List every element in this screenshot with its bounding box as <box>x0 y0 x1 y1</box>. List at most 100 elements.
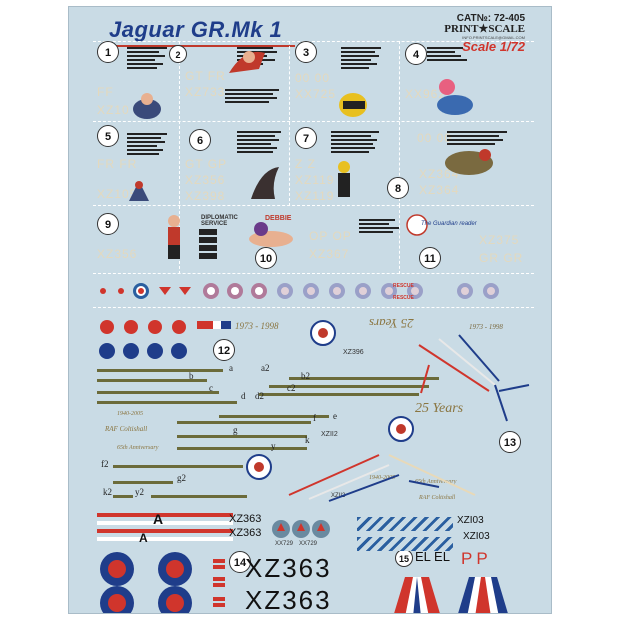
stripe-c2 <box>259 393 419 396</box>
guardian-label: The Guardian reader <box>421 221 477 227</box>
panel-divider <box>93 121 534 122</box>
nose-art-2 <box>229 51 265 73</box>
panel-number-10: 10 <box>255 247 277 269</box>
panel-number-6: 6 <box>189 129 211 151</box>
stencil-block <box>331 131 379 155</box>
line-letter-c2: c2 <box>287 383 296 393</box>
serial-xz363-small: XZ363 <box>229 513 262 525</box>
arrow-swoosh <box>418 334 530 422</box>
stripe-b <box>97 379 207 382</box>
pale-code: 00 00 <box>417 131 453 145</box>
nose-art-3 <box>339 93 367 117</box>
line-letter-f: f <box>313 413 316 423</box>
fin-flash-right <box>458 577 508 613</box>
small-roundel-row <box>100 283 499 299</box>
fin-flash-stack <box>213 559 225 607</box>
stripe-y <box>177 447 307 450</box>
tail-letter-a: A <box>153 511 164 527</box>
nose-art-5 <box>129 181 149 201</box>
stencil-block <box>237 131 281 155</box>
line-letter-b: b <box>189 371 194 381</box>
serial-xx729: XX729 <box>275 541 294 547</box>
stripe-g2 <box>113 481 173 484</box>
line-letter-d: d <box>241 391 246 401</box>
stencil-block <box>427 47 467 63</box>
line-letter-d2: d2 <box>255 391 264 401</box>
arrow-swoosh <box>288 454 476 502</box>
serial-xz363-small-2: XZ363 <box>229 527 262 539</box>
sheet-title: Jaguar GR.Mk 1 <box>109 17 283 42</box>
diplomatic-service-label: DIPLOMATIC SERVICE <box>201 215 238 227</box>
panel-number-4: 4 <box>405 43 427 65</box>
stencil-block <box>359 219 399 235</box>
nose-art-7 <box>338 161 350 197</box>
stripe-f2 <box>113 465 243 468</box>
panel-number-12: 12 <box>213 339 235 361</box>
stripe-e <box>219 415 329 418</box>
pale-code: XZ105 <box>97 187 138 201</box>
stencil-block <box>447 131 507 147</box>
line-letter-y: y <box>271 441 276 451</box>
large-roundel <box>100 586 134 613</box>
coltishall-dates-2: 1940-2005 <box>369 475 395 481</box>
letters-el: EL EL <box>415 549 450 564</box>
anniversary-dates: 1973 - 1998 <box>235 321 279 331</box>
hatched-panel <box>357 517 453 531</box>
title-underline <box>105 45 295 47</box>
pale-code: XZ119 <box>295 189 335 203</box>
nose-art-6 <box>251 167 279 199</box>
roundel-grid <box>99 320 231 359</box>
line-letter-g2: g2 <box>177 473 186 483</box>
nose-art-4 <box>437 79 473 115</box>
stencil-block <box>199 229 217 261</box>
panel-divider <box>399 41 400 206</box>
pale-code: Z Z <box>295 157 316 171</box>
serial-xz363-large-2: XZ363 <box>245 585 332 614</box>
squadron-badge <box>310 320 336 346</box>
coltishall-anniversary: 65th Anniversary <box>117 445 159 451</box>
rescue-label: RESCUE <box>393 295 414 301</box>
coltishall-dates: 1940-2005 <box>117 411 143 417</box>
hatched-panel <box>357 537 453 551</box>
coltishall-name: RAF Coltishall <box>105 425 148 433</box>
line-letter-a2: a2 <box>261 363 270 373</box>
stencil-block <box>341 47 381 71</box>
pale-code: XZ10 <box>97 103 130 117</box>
pale-code: FF <box>97 85 114 99</box>
pale-code: XZ364 <box>419 167 460 181</box>
serial-xzii2-small: XZII2 <box>331 493 346 499</box>
pale-code: XZ367 <box>309 247 350 261</box>
fuselage-band-white <box>97 521 233 525</box>
letters-pp: PP <box>461 549 492 568</box>
nose-art-9 <box>168 215 180 259</box>
stripe-b2 <box>269 385 429 388</box>
pale-code: FR FR <box>97 157 138 171</box>
nose-art-8 <box>445 149 493 175</box>
stripe-c <box>97 391 219 394</box>
fuselage-band-red <box>97 513 233 517</box>
coltishall-anniversary-2: 65th Anniversary <box>415 479 457 485</box>
pale-code: XZ119 <box>295 173 335 187</box>
panel-divider <box>399 205 400 274</box>
panel-divider <box>93 205 534 206</box>
nose-art-1 <box>133 93 161 119</box>
squadron-badge <box>388 416 414 442</box>
stripe-a <box>97 369 223 372</box>
rescue-label: RESCUE <box>393 283 414 289</box>
stencil-block <box>127 133 167 157</box>
coltishall-name-2: RAF Coltishall <box>419 495 456 501</box>
line-letter-a: a <box>229 363 233 373</box>
panel-number-8: 8 <box>387 177 409 199</box>
pale-code: XX725 <box>295 87 337 101</box>
line-letter-e: e <box>333 411 337 421</box>
stripe-y2 <box>151 495 247 498</box>
debbie-label: DEBBIE <box>265 215 292 222</box>
large-roundel <box>158 586 192 613</box>
panel-number-13: 13 <box>499 431 521 453</box>
panel-number-1: 1 <box>97 41 119 63</box>
pale-code: XZ398 <box>185 189 226 203</box>
panel-number-14: 14 <box>229 551 251 573</box>
pale-code: XX962 <box>405 87 447 101</box>
line-letter-b2: b2 <box>301 371 310 381</box>
pale-code: GT GP <box>185 157 228 171</box>
